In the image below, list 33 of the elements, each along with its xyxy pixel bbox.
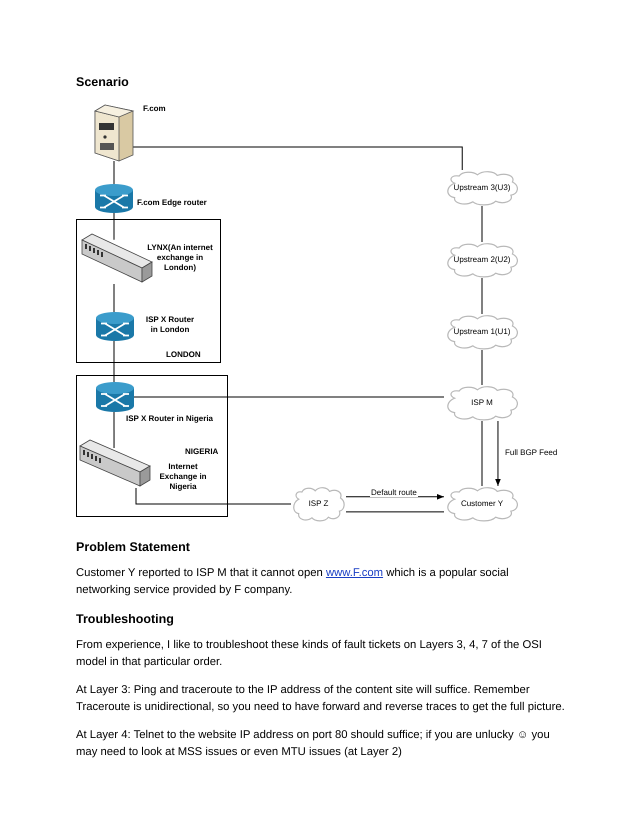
node-label: LYNX(An internet exchange in London) [146, 243, 214, 273]
node-label: F.com Edge router [137, 198, 208, 208]
node-label: Upstream 1(U1) [452, 327, 512, 337]
node-label: F.com [143, 104, 167, 114]
node-label: ISP X Router in London [144, 315, 196, 335]
heading: Problem Statement [76, 540, 190, 554]
arrow [346, 494, 444, 500]
node-label: ISP Z [308, 499, 330, 509]
node-label: Upstream 2(U2) [452, 255, 512, 265]
node-label: Customer Y [460, 499, 504, 509]
node-label: NIGERIA [185, 447, 218, 457]
node-label: Upstream 3(U3) [452, 183, 512, 193]
connector-line [132, 146, 463, 170]
paragraph: At Layer 4: Telnet to the website IP address on port 80 should suffice; if you are unlucky ☺ you may need to look at MSS issues or even MTU issues (at Layer 2) [76, 728, 551, 760]
paragraph: From experience, I like to troubleshoot these kinds of fault tickets on Layers 3, 4, 7 of the OSI model in that particular order. [76, 638, 543, 670]
edge-label: Full BGP Feed [504, 448, 558, 457]
paragraph: At Layer 3: Ping and traceroute to the IP address of the content site will suffice. Remember Traceroute is unidirectional, so you need to have forward and reverse traces to get the full picture. [76, 683, 566, 715]
connector-line [346, 511, 444, 512]
connector-line [114, 412, 115, 448]
node-label: LONDON [166, 350, 201, 360]
region-box [76, 219, 221, 363]
heading: Scenario [76, 75, 129, 89]
connector-line [136, 488, 292, 504]
paragraph: Customer Y reported to ISP M that it cannot open www.F.com which is a popular social networking service provided by F company. [76, 566, 510, 598]
node-label: Internet Exchange in Nigeria [158, 462, 208, 492]
edge-label: Default route [370, 488, 418, 497]
region-box [76, 375, 228, 517]
heading: Troubleshooting [76, 612, 174, 626]
link: www.F.com [326, 567, 384, 579]
node-label: ISP X Router in Nigeria [126, 414, 214, 424]
connector-line [134, 396, 444, 398]
arrow [495, 420, 501, 486]
node-label: ISP M [470, 398, 494, 408]
